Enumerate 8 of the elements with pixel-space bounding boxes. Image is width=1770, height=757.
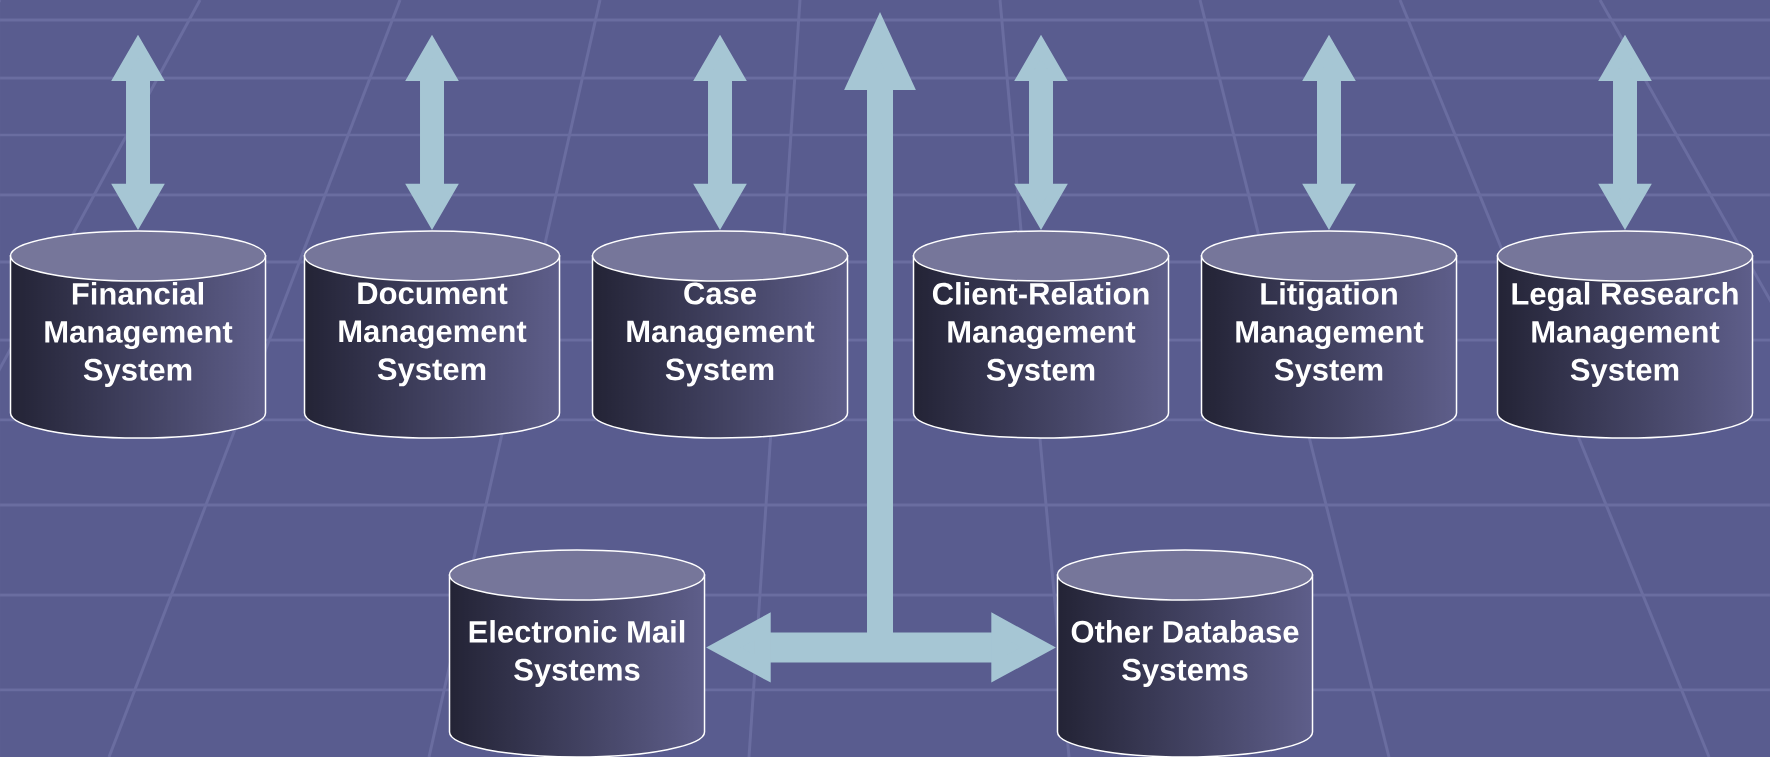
database-cylinder: Electronic Mail Systems [448,549,706,757]
database-cylinder: Litigation Management System [1200,230,1458,439]
database-cylinder: Legal Research Management System [1496,230,1754,439]
database-cylinder: Financial Management System [9,230,267,439]
database-cylinder: Client-Relation Management System [912,230,1170,439]
database-cylinder: Document Management System [303,230,561,439]
database-cylinder: Case Management System [591,230,849,439]
database-cylinder: Other Database Systems [1056,549,1314,757]
